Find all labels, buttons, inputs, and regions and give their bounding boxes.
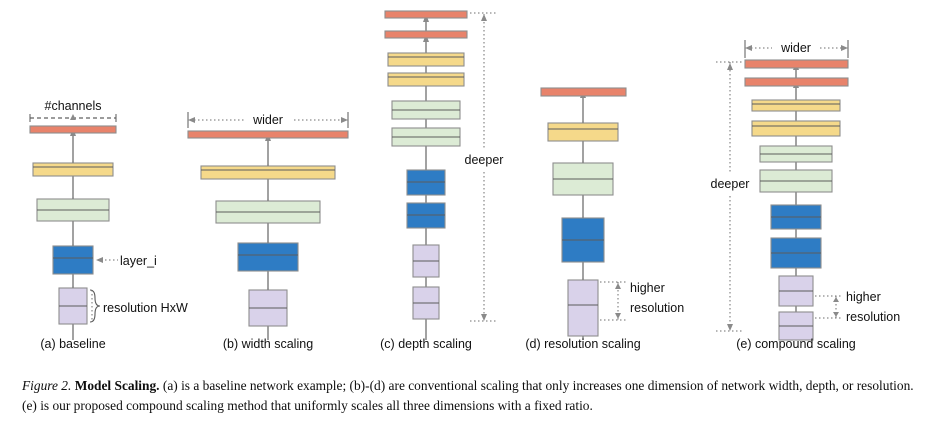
block-green: [552, 162, 614, 196]
block-green-2: [391, 127, 461, 147]
layer-i-label: layer_i: [120, 254, 157, 268]
block-red-2: [744, 77, 849, 87]
wider-label: wider: [780, 41, 811, 55]
resolution-label: resolution HxW: [103, 301, 188, 315]
block-yellow: [547, 122, 619, 142]
panel-baseline: #channels: [29, 99, 188, 351]
block-blue-1: [770, 204, 822, 230]
block-red: [29, 125, 117, 134]
higher-resolution-measure: [600, 281, 626, 321]
panel-caption-width-scaling: (b) width scaling: [223, 337, 313, 351]
figure-caption: Figure 2. Model Scaling. (a) is a baseli…: [22, 376, 920, 417]
panel-width-scaling: wider (b) width scaling: [187, 112, 349, 351]
block-purple: [58, 287, 88, 325]
wider-bracket: [187, 112, 349, 128]
block-green-1: [759, 145, 833, 163]
resolution-label: resolution: [630, 301, 684, 315]
block-purple-2: [412, 286, 440, 320]
wider-bracket: [744, 40, 849, 58]
higher-label: higher: [630, 281, 665, 295]
block-yellow-2: [751, 120, 841, 137]
block-red: [540, 87, 627, 97]
block-green-2: [759, 169, 833, 193]
block-purple-2: [778, 311, 814, 341]
block-yellow: [200, 165, 336, 180]
block-yellow-1: [751, 99, 841, 112]
deeper-measure: [470, 12, 498, 322]
block-purple-1: [778, 275, 814, 307]
block-purple: [567, 279, 599, 337]
wider-label: wider: [252, 113, 283, 127]
panel-compound-scaling: wider: [711, 40, 900, 351]
block-purple-1: [412, 244, 440, 278]
panel-resolution-scaling: higher resolution (d) resolution scaling: [525, 87, 684, 351]
block-green-1: [391, 100, 461, 120]
block-yellow-2: [387, 72, 465, 87]
block-red-1: [744, 59, 849, 69]
block-purple: [248, 289, 288, 327]
deeper-measure: [716, 61, 744, 332]
model-scaling-diagram: #channels: [29, 10, 900, 351]
panel-caption-depth-scaling: (c) depth scaling: [380, 337, 472, 351]
panel-caption-baseline: (a) baseline: [40, 337, 105, 351]
block-blue: [561, 217, 605, 263]
block-red-2: [384, 30, 468, 39]
panel-depth-scaling: deeper (c) depth scaling: [380, 10, 504, 351]
block-green: [215, 200, 321, 224]
resolution-label: resolution: [846, 310, 900, 324]
deeper-label: deeper: [711, 177, 750, 191]
higher-label: higher: [846, 290, 881, 304]
block-green: [36, 198, 110, 222]
figure-caption-text: (a) is a baseline network example; (b)-(…: [22, 378, 914, 414]
block-yellow-1: [387, 52, 465, 67]
layer-i-callout: [96, 257, 118, 263]
block-blue-1: [406, 169, 446, 196]
block-blue-2: [406, 202, 446, 229]
figure-number: Figure 2.: [22, 378, 72, 393]
figure-title: Model Scaling.: [74, 378, 160, 393]
resolution-brace: [89, 289, 101, 323]
block-blue: [52, 245, 94, 275]
block-red-1: [384, 10, 468, 19]
channels-bracket: [29, 114, 117, 122]
block-blue-2: [770, 237, 822, 269]
panel-caption-resolution-scaling: (d) resolution scaling: [525, 337, 640, 351]
block-blue: [237, 242, 299, 272]
panel-caption-compound-scaling: (e) compound scaling: [736, 337, 856, 351]
block-yellow: [32, 162, 114, 177]
higher-resolution-measure: [815, 295, 842, 319]
channels-label: #channels: [45, 99, 102, 113]
deeper-label: deeper: [465, 153, 504, 167]
block-red: [187, 130, 349, 139]
